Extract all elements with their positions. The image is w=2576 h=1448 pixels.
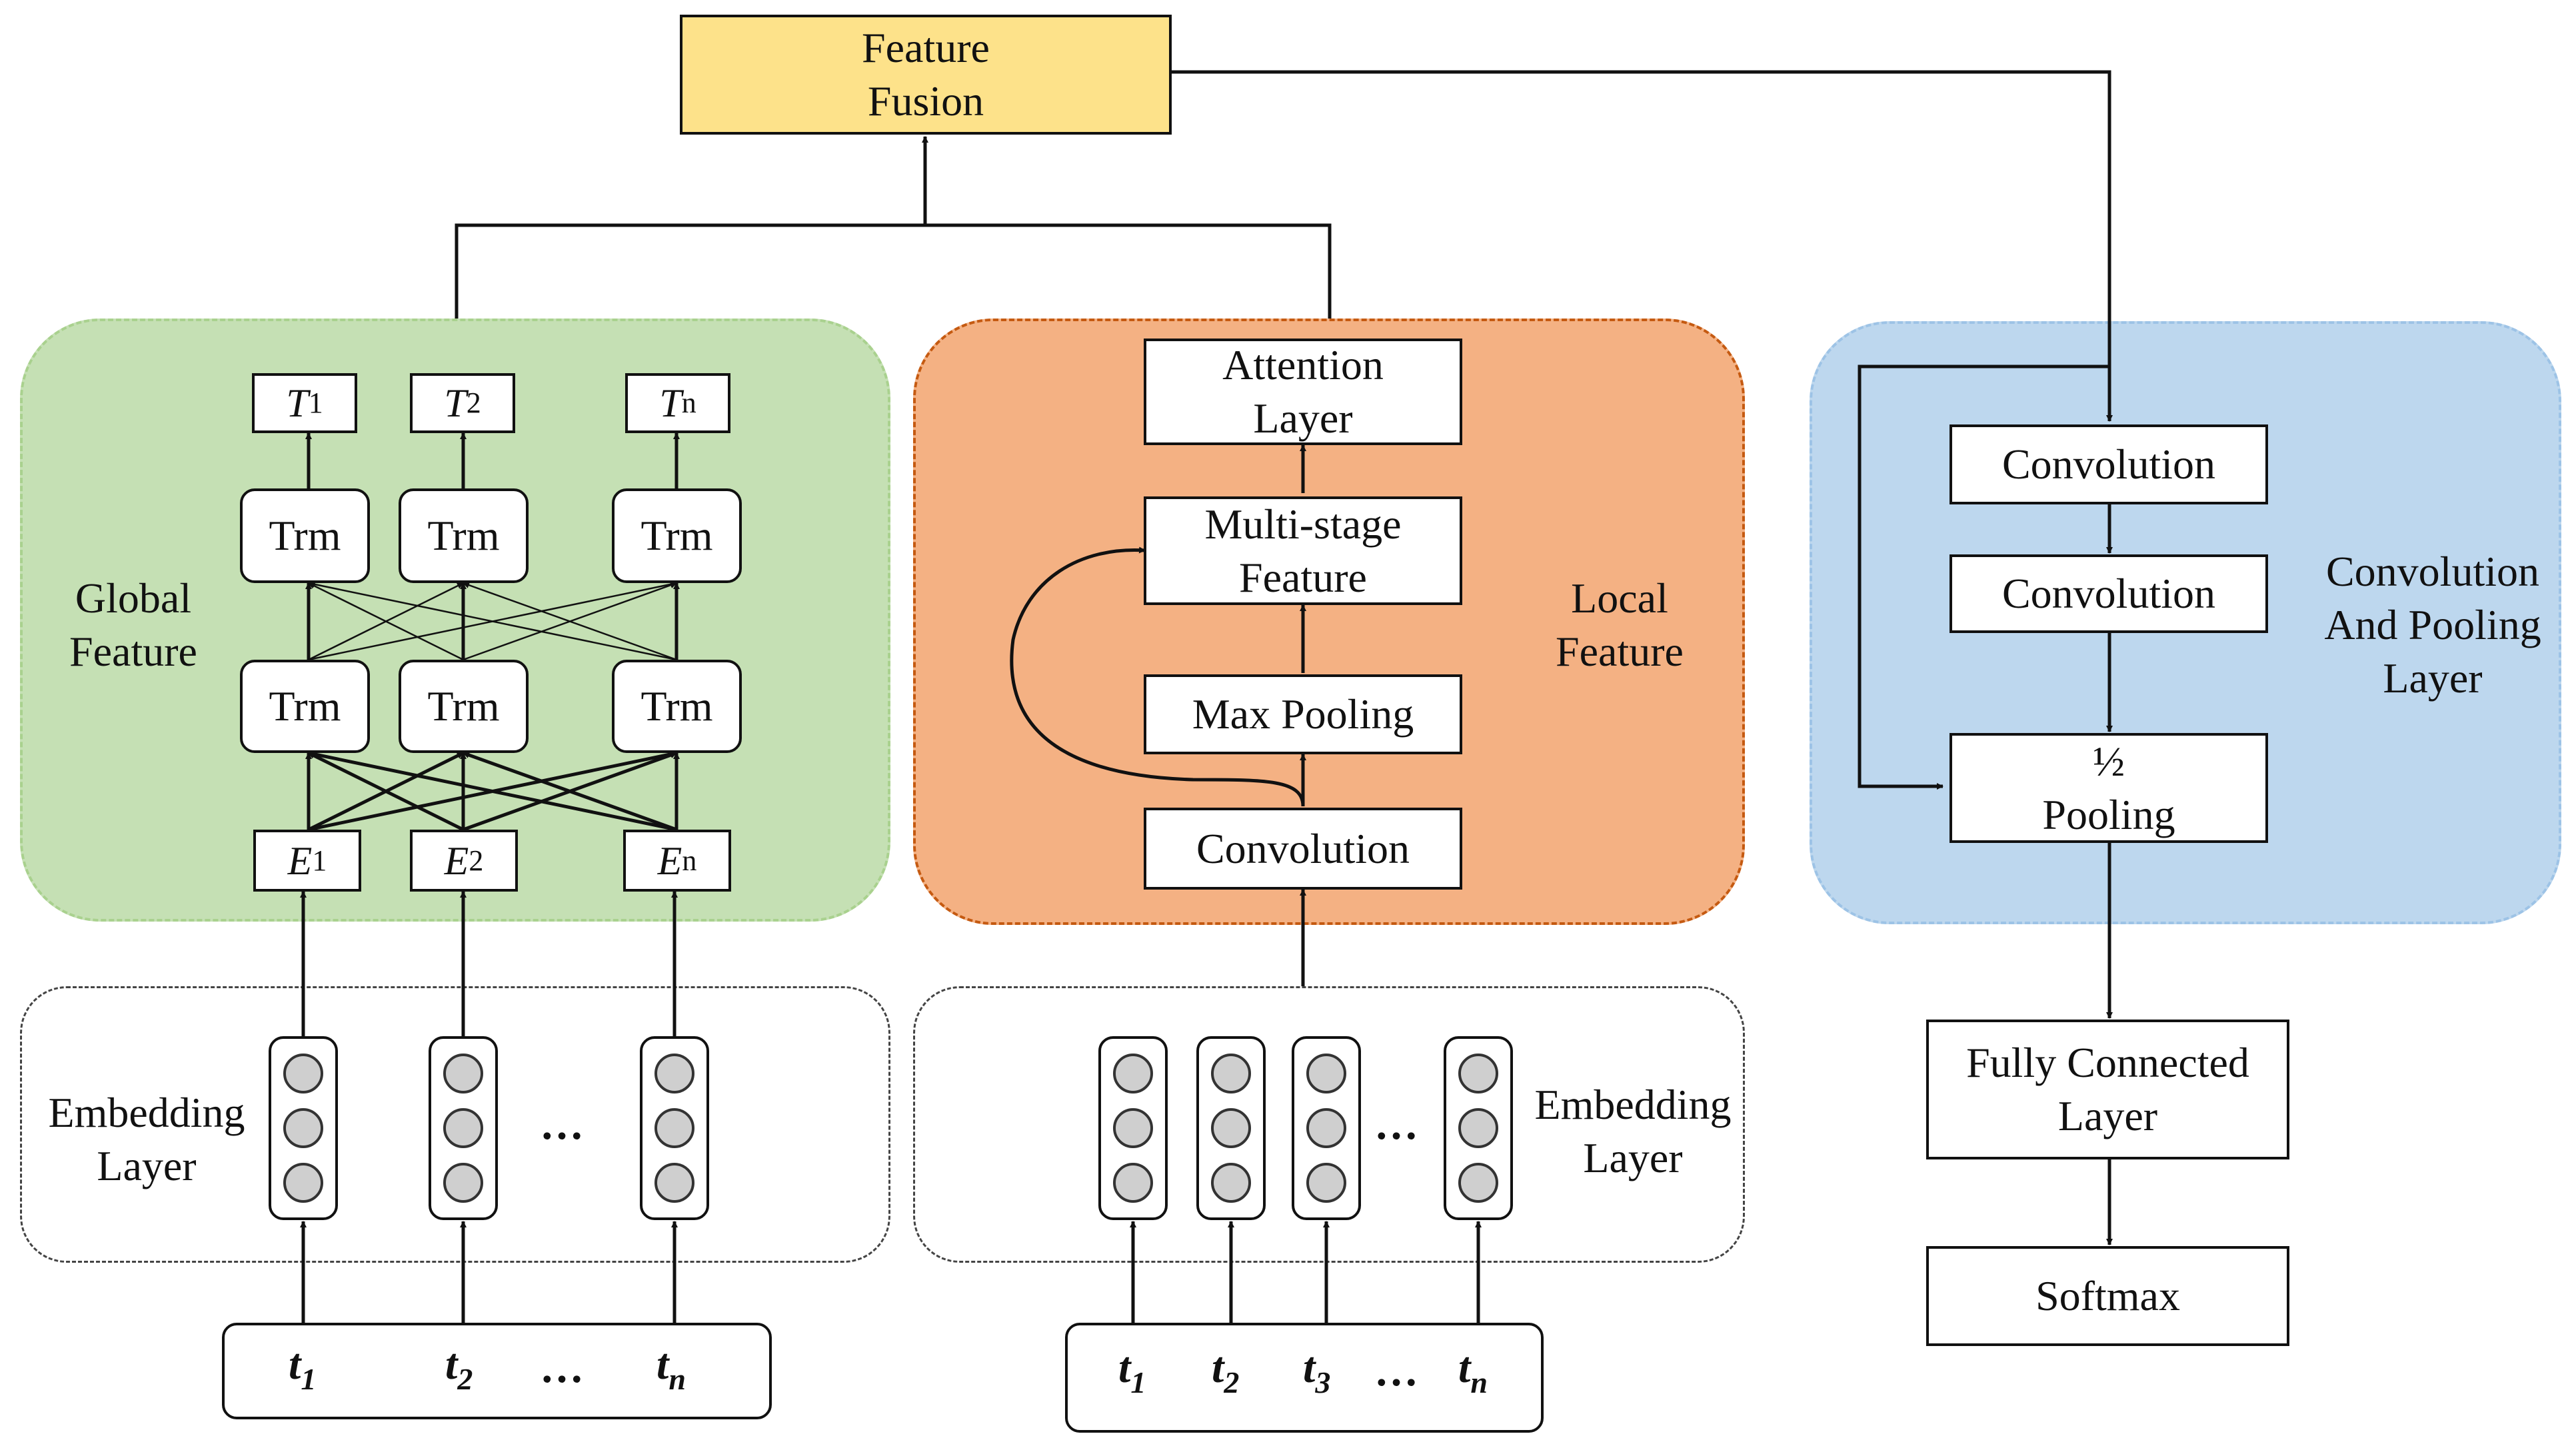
global-embedding-panel <box>20 986 890 1263</box>
convolution-pooling-label: Convolution And Pooling Layer <box>2324 548 2541 702</box>
local-feature-label: Local Feature <box>1556 574 1684 675</box>
attention-layer-box: Attention Layer <box>1144 339 1462 445</box>
embed-e1-symbol: E <box>287 838 313 883</box>
feature-fusion-box: Feature Fusion <box>680 15 1172 135</box>
global-token-box <box>222 1323 772 1419</box>
local-embedding-ellipsis: … <box>1374 1100 1421 1149</box>
softmax-box: Softmax <box>1926 1246 2289 1346</box>
trm-upper-1: Trm <box>240 488 370 583</box>
global-token-tn-symbol: t <box>656 1340 669 1389</box>
global-token-tn-sub: n <box>668 1362 686 1396</box>
local-token-t1: t1 <box>1118 1343 1146 1400</box>
local-token-box <box>1065 1323 1544 1433</box>
multistage-feature-box: Multi-stage Feature <box>1144 496 1462 605</box>
output-t1-symbol: T <box>286 381 309 425</box>
local-embedding-vector-n <box>1444 1036 1513 1220</box>
fully-connected-layer-box: Fully Connected Layer <box>1926 1020 2289 1159</box>
local-token-t1-sub: 1 <box>1130 1365 1146 1399</box>
trm-upper-n: Trm <box>612 488 742 583</box>
trm-lower-n: Trm <box>612 660 742 753</box>
convolution-box-1: Convolution <box>1949 424 2268 504</box>
local-token-t2-sub: 2 <box>1224 1365 1240 1399</box>
output-tn-symbol: T <box>659 381 682 425</box>
local-convolution-box: Convolution <box>1144 808 1462 890</box>
global-feature-label: Global Feature <box>69 574 197 675</box>
global-embedding-vector-1 <box>269 1036 338 1220</box>
output-t2-symbol: T <box>444 381 467 425</box>
output-t2-sub: 2 <box>466 386 481 419</box>
global-token-t1-sub: 1 <box>301 1362 317 1396</box>
trm-lower-2: Trm <box>399 660 529 753</box>
local-token-t3: t3 <box>1303 1343 1330 1400</box>
local-embedding-vector-2 <box>1196 1036 1266 1220</box>
global-token-t1-symbol: t <box>289 1340 301 1389</box>
convolution-box-2: Convolution <box>1949 554 2268 633</box>
local-token-t2-symbol: t <box>1212 1343 1224 1392</box>
half-pooling-box: ½ Pooling <box>1949 733 2268 843</box>
local-token-tn-sub: n <box>1470 1365 1488 1399</box>
global-embedding-label: Embedding Layer <box>48 1089 245 1189</box>
local-token-tn: tn <box>1458 1343 1488 1400</box>
global-token-t1: t1 <box>289 1339 316 1397</box>
embed-e2-symbol: E <box>444 838 469 883</box>
local-embedding-vector-1 <box>1098 1036 1168 1220</box>
global-token-t2-sub: 2 <box>457 1362 473 1396</box>
local-token-t2: t2 <box>1212 1343 1239 1400</box>
embed-e2-sub: 2 <box>469 844 484 877</box>
embed-en-symbol: E <box>657 838 682 883</box>
global-embedding-vector-2 <box>429 1036 498 1220</box>
embed-e1-sub: 1 <box>312 844 327 877</box>
local-token-ellipsis: … <box>1374 1347 1421 1395</box>
output-t1-sub: 1 <box>308 386 323 419</box>
global-embedding-vector-n <box>640 1036 709 1220</box>
local-token-t1-symbol: t <box>1118 1343 1131 1392</box>
embed-en-sub: n <box>682 844 697 877</box>
global-token-t2-symbol: t <box>445 1340 458 1389</box>
global-embedding-ellipsis: … <box>540 1100 587 1149</box>
local-token-tn-symbol: t <box>1458 1343 1471 1392</box>
local-embedding-panel <box>913 986 1745 1263</box>
local-embedding-vector-3 <box>1292 1036 1361 1220</box>
global-token-tn: tn <box>656 1339 686 1397</box>
global-token-ellipsis: … <box>540 1343 587 1392</box>
global-token-t2: t2 <box>445 1339 473 1397</box>
output-tn-sub: n <box>681 386 696 419</box>
trm-upper-2: Trm <box>399 488 529 583</box>
max-pooling-box: Max Pooling <box>1144 674 1462 754</box>
local-token-t3-symbol: t <box>1303 1343 1316 1392</box>
local-embedding-label: Embedding Layer <box>1534 1081 1732 1181</box>
trm-lower-1: Trm <box>240 660 370 753</box>
local-token-t3-sub: 3 <box>1315 1365 1331 1399</box>
